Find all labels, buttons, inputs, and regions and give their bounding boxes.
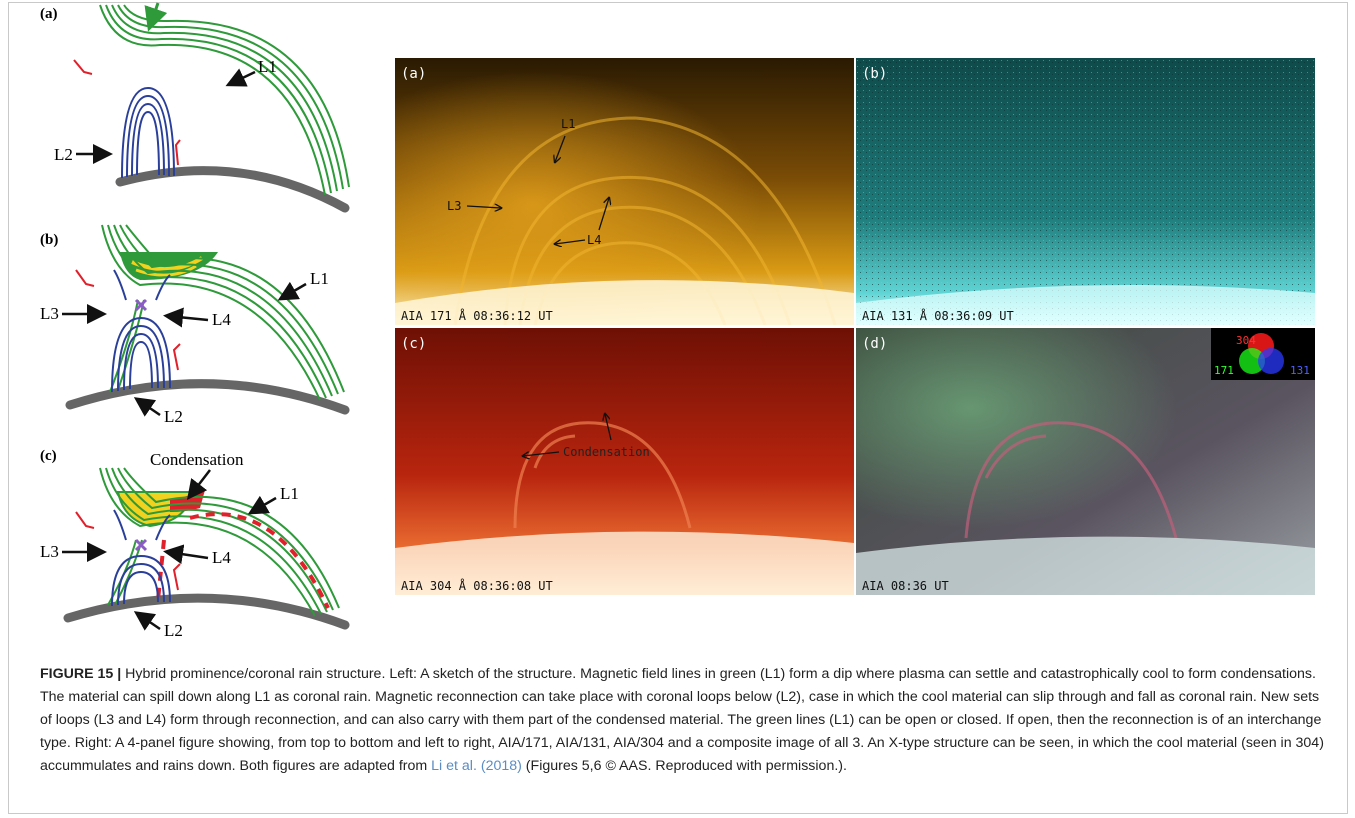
caption-text-part1: Hybrid prominence/coronal rain structure… [40, 666, 1324, 774]
aia304-panel: (c) AIA 304 Å 08:36:08 UT Condensation [395, 328, 854, 595]
aia171-label-l4: L4 [587, 233, 601, 247]
inflow-arrow [144, 2, 168, 32]
aia131-timestamp: AIA 131 Å 08:36:09 UT [862, 308, 1014, 323]
red-arrow [172, 563, 181, 591]
sketch-panel-c-letter: (c) [40, 448, 57, 464]
field-lines-l1 [101, 224, 345, 401]
figure-caption: FIGURE 15 | Hybrid prominence/coronal ra… [40, 663, 1330, 778]
sketch-panel-a: (a) L1 L2 [40, 2, 350, 213]
sketch-label-l1: L1 [258, 57, 277, 76]
legend-131: 131 [1290, 364, 1310, 377]
x-point [134, 538, 148, 552]
aia171-label-l1: L1 [561, 117, 575, 131]
solar-surface [115, 166, 350, 213]
coronal-rain [156, 539, 166, 601]
schematic-sketch: (a) L1 L2 (b) [40, 2, 350, 640]
sketch-label-l1: L1 [310, 269, 329, 288]
observation-panels: (a) AIA 171 Å 08:36:12 UT L1 L3 L4 [395, 58, 1315, 595]
red-arrow [174, 139, 181, 166]
composite-timestamp: AIA 08:36 UT [862, 579, 949, 593]
field-lines-l1 [99, 4, 350, 196]
reference-link[interactable]: Li et al. (2018) [431, 758, 522, 774]
loops-l2 [111, 269, 171, 393]
aia171-label-l3: L3 [447, 199, 461, 213]
red-arrow [172, 343, 181, 371]
sketch-label-l2: L2 [54, 145, 73, 164]
legend-304: 304 [1236, 334, 1256, 347]
aia131-letter: (b) [862, 66, 887, 82]
loops-l2 [111, 509, 171, 607]
aia171-panel: (a) AIA 171 Å 08:36:12 UT L1 L3 L4 [395, 58, 854, 325]
legend-171: 171 [1214, 364, 1234, 377]
figure-label: FIGURE 15 | [40, 666, 122, 682]
field-lines-l1 [99, 467, 340, 617]
sketch-label-l2: L2 [164, 621, 183, 640]
sketch-panel-b-letter: (b) [40, 232, 58, 248]
coronal-rain [189, 512, 330, 609]
figure-frame [8, 2, 1348, 814]
caption-text-part2: (Figures 5,6 © AAS. Reproduced with perm… [521, 758, 847, 774]
red-arrow [73, 59, 93, 75]
sketch-panel-a-letter: (a) [40, 6, 58, 22]
composite-panel: 304 171 131 (d) AIA 08:36 UT [856, 328, 1315, 595]
aia171-letter: (a) [401, 66, 426, 82]
x-point [134, 298, 148, 312]
aia304-timestamp: AIA 304 Å 08:36:08 UT [401, 578, 553, 593]
aia171-timestamp: AIA 171 Å 08:36:12 UT [401, 308, 553, 323]
sketch-label-l2: L2 [164, 407, 183, 426]
red-arrow [75, 269, 95, 287]
sketch-label-condensation: Condensation [150, 450, 244, 469]
loops-l2 [121, 86, 175, 179]
sketch-label-l1: L1 [280, 484, 299, 503]
aia131-panel: (b) AIA 131 Å 08:36:09 UT [856, 58, 1315, 325]
aia304-label-condensation: Condensation [563, 445, 650, 459]
sketch-label-l3: L3 [40, 542, 59, 561]
sketch-label-l4: L4 [212, 548, 231, 567]
solar-surface [63, 593, 350, 630]
red-arrow [75, 511, 95, 529]
sketch-panel-b: (b) L1 L3 L4 [40, 224, 350, 426]
composite-letter: (d) [862, 336, 887, 352]
solar-surface [65, 379, 350, 415]
sketch-label-l3: L3 [40, 304, 59, 323]
sketch-label-l4: L4 [212, 310, 231, 329]
sketch-panel-c: (c) Condensation L1 L3 L4 [40, 448, 350, 640]
aia304-letter: (c) [401, 336, 426, 352]
